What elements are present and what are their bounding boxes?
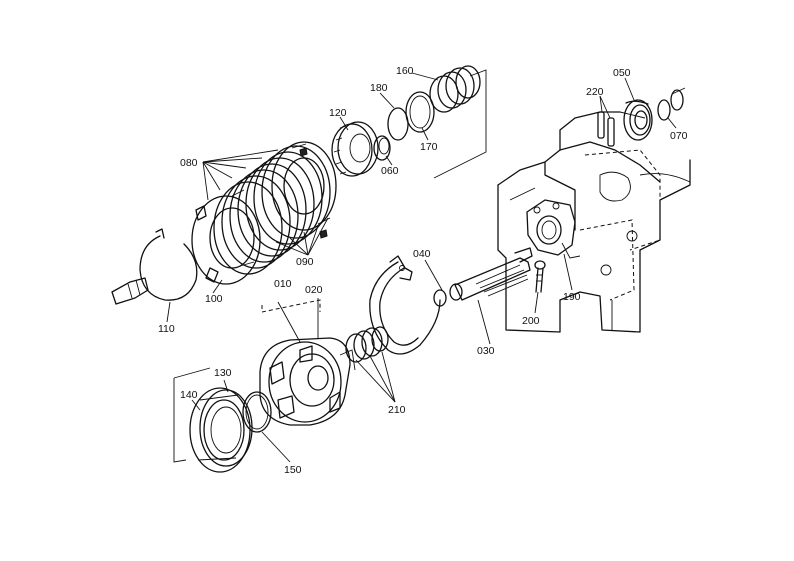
- callout-110: 110: [158, 323, 175, 335]
- part-170-ring: [405, 91, 435, 133]
- callout-030: 030: [477, 345, 495, 357]
- part-110-snap-ring: [139, 228, 198, 301]
- transmission-housing: [497, 111, 691, 333]
- callout-090: 090: [296, 256, 314, 268]
- leader-lines: [166, 72, 677, 463]
- part-060-ring: [373, 135, 391, 161]
- callout-140: 140: [180, 389, 198, 401]
- callout-040: 040: [413, 248, 431, 260]
- part-040-brake-band: [369, 255, 441, 355]
- part-100-pressure-plate: [191, 195, 261, 285]
- callout-180: 180: [370, 82, 388, 94]
- callout-020: 020: [305, 284, 323, 296]
- callout-070: 070: [670, 130, 688, 142]
- callout-170: 170: [420, 141, 438, 153]
- part-050-bearing: [623, 99, 653, 141]
- input-shaft-stub: [111, 277, 149, 305]
- callout-010: 010: [274, 278, 292, 290]
- callout-200: 200: [522, 315, 540, 327]
- part-070-rings: [657, 87, 686, 121]
- part-180-snap-ring: [387, 107, 409, 141]
- callout-120: 120: [329, 107, 347, 119]
- callout-210: 210: [388, 404, 406, 416]
- callout-130: 130: [214, 367, 232, 379]
- callout-190: 190: [563, 291, 581, 303]
- part-150-o-ring: [242, 391, 272, 433]
- grouping-brackets: [173, 69, 487, 463]
- part-200-bolt: [534, 260, 546, 293]
- part-210-rings: [345, 326, 389, 363]
- part-030-splined-shaft: [433, 247, 533, 307]
- callout-150: 150: [284, 464, 302, 476]
- callout-160: 160: [396, 65, 414, 77]
- callout-labels: 010 020 030 040 050 060 070 080 090 100 …: [158, 65, 688, 476]
- part-160-spring: [429, 65, 481, 113]
- part-220-pins: [597, 95, 615, 147]
- part-120-gear: [331, 121, 379, 177]
- callout-050: 050: [613, 67, 631, 79]
- part-190-fork-bracket: [526, 199, 581, 259]
- part-010-clutch-drum: [259, 337, 356, 426]
- callout-080: 080: [180, 157, 198, 169]
- callout-060: 060: [381, 165, 399, 177]
- part-140-piston: [189, 387, 253, 473]
- callout-100: 100: [205, 293, 223, 305]
- callout-220: 220: [586, 86, 604, 98]
- part-080-090-clutch-discs: [213, 141, 337, 275]
